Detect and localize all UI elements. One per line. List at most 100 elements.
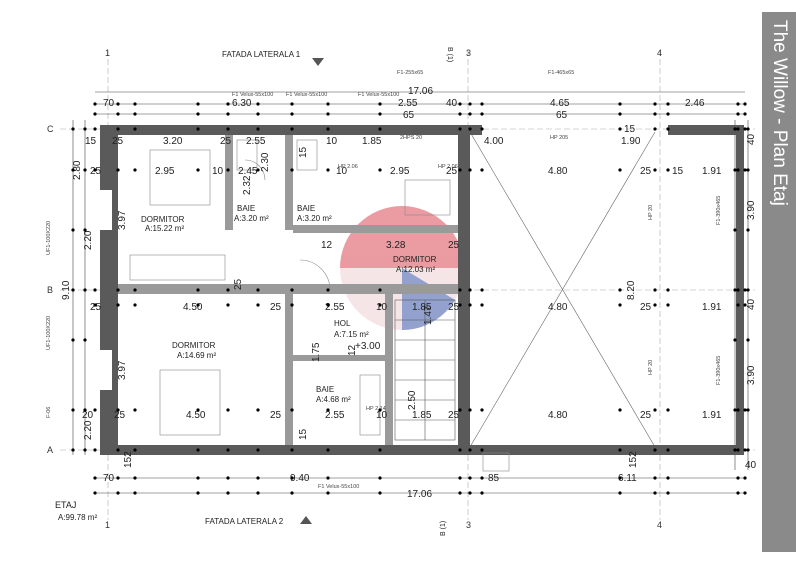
dim-text: 65 <box>403 110 415 121</box>
dim-text: 25 <box>270 410 282 421</box>
tick-dot <box>378 491 382 495</box>
tick-dot <box>93 127 97 131</box>
tick-dot <box>458 408 462 412</box>
window-label: F1-390x465 <box>716 356 722 385</box>
tick-dot <box>326 168 330 172</box>
tick-dot <box>93 491 97 495</box>
tick-dot <box>133 127 137 131</box>
tick-dot <box>480 408 484 412</box>
dim-text: 8.20 <box>626 280 637 300</box>
dim-text: 2.50 <box>407 390 418 410</box>
tick-dot <box>458 112 462 116</box>
dim-text: 1.85 <box>412 302 432 313</box>
tick-dot <box>458 168 462 172</box>
dim-text: 25 <box>640 166 652 177</box>
dim-text: 65 <box>556 110 568 121</box>
tick-dot <box>326 127 330 131</box>
dim-text: 12 <box>321 240 333 251</box>
tick-dot <box>733 228 737 232</box>
window-label: HP 2.14 <box>366 406 386 412</box>
tick-dot <box>458 288 462 292</box>
dim-text: 10 <box>326 136 338 147</box>
tick-dot <box>736 168 740 172</box>
dim-text: 15 <box>298 428 309 440</box>
tick-dot <box>256 491 260 495</box>
dim-text: 2.46 <box>685 98 705 109</box>
tick-dot <box>733 168 737 172</box>
tick-dot <box>226 102 230 106</box>
tick-dot <box>468 408 472 412</box>
dim-text: 25 <box>90 166 102 177</box>
tick-dot <box>196 127 200 131</box>
dim-text: 10 <box>336 166 348 177</box>
tick-dot <box>93 476 97 480</box>
dim-text: 4.50 <box>183 302 203 313</box>
room-name: BAIE <box>316 385 334 394</box>
tick-dot <box>378 168 382 172</box>
tick-dot <box>666 102 670 106</box>
tick-dot <box>480 491 484 495</box>
window-label: UF1-100X220 <box>46 316 52 350</box>
logo-watermark <box>340 206 464 330</box>
tick-dot <box>133 288 137 292</box>
dim-text: 2.95 <box>390 166 410 177</box>
axis-col-1-top: 1 <box>105 48 110 58</box>
tick-dot <box>83 338 87 342</box>
tick-dot <box>196 448 200 452</box>
tick-dot <box>71 168 75 172</box>
room-name: BAIE <box>297 204 315 213</box>
tick-dot <box>326 112 330 116</box>
dim-text: 9.40 <box>290 473 310 484</box>
tick-dot <box>468 127 472 131</box>
tick-dot <box>93 408 97 412</box>
tick-dot <box>378 288 382 292</box>
roof-opening-lines <box>469 131 656 448</box>
dim-text: 6.30 <box>232 98 252 109</box>
tick-dot <box>743 491 747 495</box>
tick-dot <box>378 112 382 116</box>
dim-text: 3.90 <box>746 365 757 385</box>
tick-dot <box>256 303 260 307</box>
exterior-walls <box>100 125 744 455</box>
tick-dot <box>653 288 657 292</box>
tick-dot <box>733 408 737 412</box>
tick-dot <box>290 448 294 452</box>
tick-dot <box>290 288 294 292</box>
tick-dot <box>378 102 382 106</box>
dim-text: 3.97 <box>117 360 128 380</box>
tick-dot <box>480 288 484 292</box>
tick-dot <box>196 112 200 116</box>
room-name: BAIE <box>237 204 255 213</box>
tick-dot <box>480 448 484 452</box>
tick-dot <box>326 303 330 307</box>
room-name: HOL <box>334 319 351 328</box>
dim-text: 15 <box>85 136 97 147</box>
tick-dot <box>290 102 294 106</box>
dim-text: 25 <box>446 166 458 177</box>
window-label: HP 205 <box>550 135 568 141</box>
dim-text: 40 <box>745 460 757 471</box>
tick-dot <box>653 491 657 495</box>
tick-dot <box>226 491 230 495</box>
tick-dot <box>733 448 737 452</box>
tick-dot <box>743 168 747 172</box>
tick-dot <box>653 127 657 131</box>
axis-row-b: B <box>47 285 53 295</box>
window-label: F1-390x465 <box>716 196 722 225</box>
dim-text: 25 <box>448 302 460 313</box>
tick-dot <box>256 127 260 131</box>
tick-dot <box>458 448 462 452</box>
sidebar-title: The Willow - Plan Etaj <box>769 20 790 206</box>
tick-dot <box>666 476 670 480</box>
dim-text: 2.80 <box>72 160 83 180</box>
tick-dot <box>133 303 137 307</box>
dim-text: 40 <box>746 298 757 310</box>
dim-text: 2.20 <box>83 420 94 440</box>
window-label: HP 20 <box>648 360 654 375</box>
room-area: A:15.22 m² <box>145 224 184 233</box>
window-label: HP 2.06 <box>438 164 458 170</box>
tick-dot <box>326 448 330 452</box>
dim-text: 4.80 <box>548 302 568 313</box>
floor-label: ETAJ <box>55 500 76 510</box>
facade-top-label: FATADA LATERALA 1 <box>222 50 301 59</box>
